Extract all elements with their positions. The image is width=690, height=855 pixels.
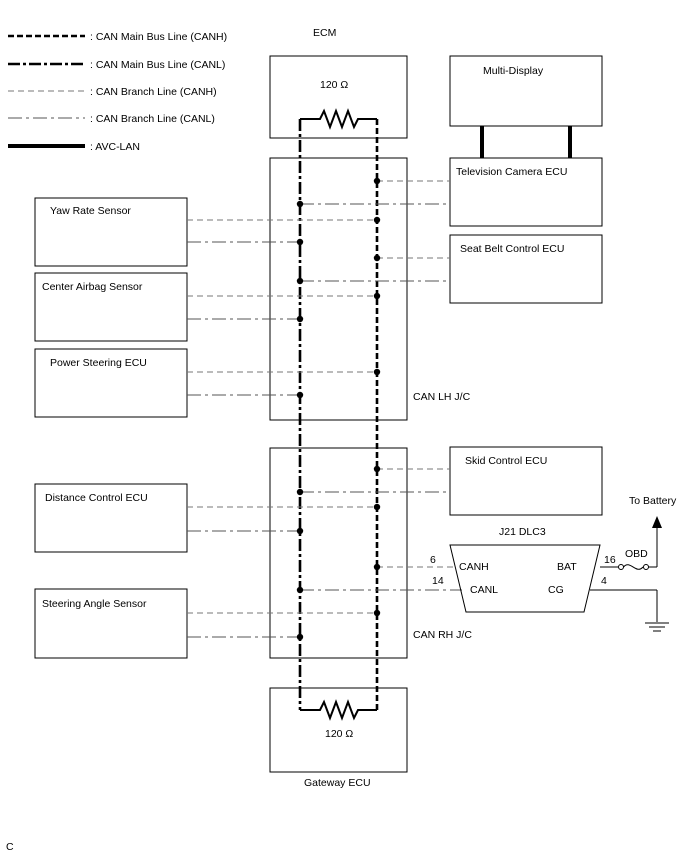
junction-dot <box>296 277 304 285</box>
gateway-ecu-label: Gateway ECU <box>304 777 371 789</box>
dlc3-connector-outline <box>449 544 601 613</box>
can-rh-jc-label: CAN RH J/C <box>413 629 472 641</box>
junction-dot <box>373 503 381 511</box>
multi-display-box <box>449 55 603 127</box>
legend-can-branch-l-label: : CAN Branch Line (CANL) <box>90 113 215 125</box>
ecm-label: ECM <box>313 27 336 39</box>
junction-dot <box>296 488 304 496</box>
yaw-rate-sensor-box <box>34 197 188 267</box>
ecm-box <box>269 55 408 139</box>
seat-belt-control-ecu-box <box>449 234 603 304</box>
power-steering-ecu-box <box>34 348 188 418</box>
dlc3-pin-cg: 4 <box>601 575 607 587</box>
legend-avc-lan-label: : AVC-LAN <box>90 141 140 153</box>
junction-dot <box>296 527 304 535</box>
legend: : CAN Main Bus Line (CANH) : CAN Main Bu… <box>8 31 227 153</box>
ecm-terminating-resistor <box>300 108 377 130</box>
junction-dot <box>373 563 381 571</box>
seat-belt-control-ecu-label: Seat Belt Control ECU <box>460 243 564 255</box>
gateway-ecu-box <box>269 687 408 773</box>
center-airbag-sensor-label: Center Airbag Sensor <box>42 281 143 293</box>
junction-dot <box>296 633 304 641</box>
junction-dot <box>373 368 381 376</box>
ecm-resistor-label: 120 Ω <box>320 79 348 91</box>
steering-angle-sensor-box <box>34 588 188 659</box>
junction-dot <box>296 238 304 246</box>
television-camera-ecu-box <box>449 157 603 227</box>
dlc3-pin-canl: 14 <box>432 575 444 587</box>
dlc3-pin-canh: 6 <box>430 554 436 566</box>
gateway-resistor-label: 120 Ω <box>325 728 353 740</box>
obd-fuse-label: OBD <box>625 548 648 560</box>
legend-can-main-l-label: : CAN Main Bus Line (CANL) <box>90 59 225 71</box>
junction-dot <box>373 254 381 262</box>
legend-can-branch-h-label: : CAN Branch Line (CANH) <box>90 86 217 98</box>
center-airbag-sensor-box <box>34 272 188 342</box>
television-camera-ecu-label: Television Camera ECU <box>456 166 567 178</box>
can-lh-jc-box <box>269 157 408 421</box>
junction-dot <box>373 216 381 224</box>
skid-control-ecu-box <box>449 446 603 516</box>
junction-dot <box>296 200 304 208</box>
junction-dot <box>373 292 381 300</box>
dlc3-pin-bat: 16 <box>604 554 616 566</box>
steering-angle-sensor-label: Steering Angle Sensor <box>42 598 147 610</box>
dlc3-cg-label: CG <box>548 584 564 596</box>
gateway-terminating-resistor <box>300 699 377 721</box>
yaw-rate-sensor-label: Yaw Rate Sensor <box>50 205 131 217</box>
multi-display-label: Multi-Display <box>483 65 544 77</box>
dlc3-canh-label: CANH <box>459 561 489 573</box>
figure-code: C <box>6 841 14 853</box>
junction-dot <box>296 586 304 594</box>
skid-control-ecu-label: Skid Control ECU <box>465 455 547 467</box>
to-battery-label: To Battery <box>629 495 677 507</box>
junction-dot <box>373 465 381 473</box>
dlc3-bat-label: BAT <box>557 561 577 573</box>
junction-dot <box>373 177 381 185</box>
junction-dot <box>296 391 304 399</box>
arrow-up-icon <box>652 516 662 528</box>
obd-fuse-icon <box>618 564 649 570</box>
dlc3-canl-label: CANL <box>470 584 498 596</box>
distance-control-ecu-box <box>34 483 188 553</box>
can-lh-jc-label: CAN LH J/C <box>413 391 471 403</box>
ground-icon <box>645 622 669 632</box>
j21-dlc3-label: J21 DLC3 <box>499 526 546 538</box>
junction-dot <box>296 315 304 323</box>
legend-can-main-h-label: : CAN Main Bus Line (CANH) <box>90 31 227 43</box>
can-rh-jc-box <box>269 447 408 659</box>
junction-dots <box>296 177 381 641</box>
junction-dot <box>373 609 381 617</box>
distance-control-ecu-label: Distance Control ECU <box>45 492 148 504</box>
power-steering-ecu-label: Power Steering ECU <box>50 357 147 369</box>
